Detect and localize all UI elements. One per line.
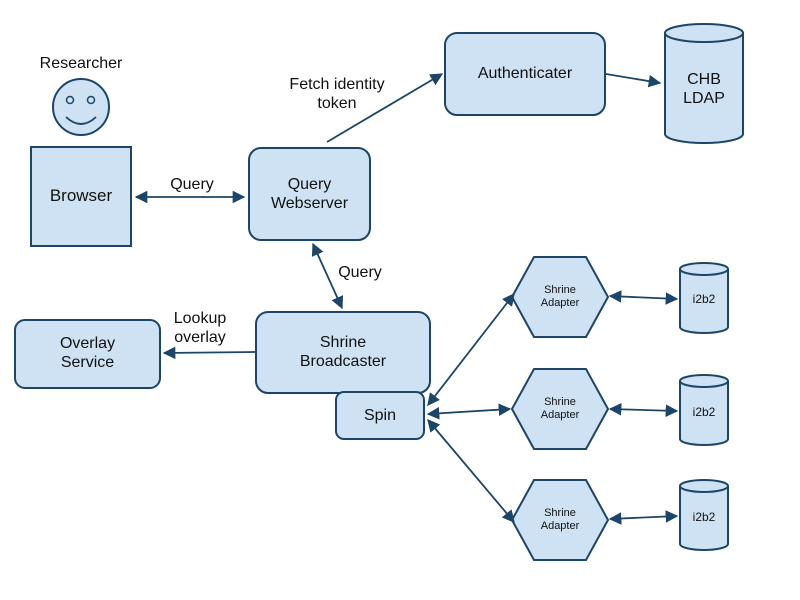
authenticater-ldap-arrow <box>605 73 662 88</box>
browser-query-label: Query <box>170 176 214 193</box>
shrine-adapter-hexagon-2 <box>510 368 610 450</box>
i2b2-cylinder-1 <box>679 262 729 334</box>
chb-ldap-label: CHB LDAP <box>683 71 725 108</box>
adapter-2-i2b2-arrow <box>608 403 679 417</box>
broadcaster-query-label: Query <box>338 264 382 281</box>
spin-adapter-2-arrow <box>426 403 512 420</box>
i2b2-3-label: i2b2 <box>692 510 716 524</box>
fetch-identity-label: Fetch identity token <box>289 76 385 113</box>
shrine-broadcaster-label: Shrine Broadcaster <box>299 334 387 371</box>
shrine-adapter-hexagon-1 <box>510 256 610 338</box>
adapter-3-i2b2-arrow <box>608 510 679 525</box>
shrine-adapter-1-label: Shrine Adapter <box>540 284 580 310</box>
shrine-adapter-3-label: Shrine Adapter <box>540 507 580 533</box>
query-webserver-label: Query Webserver <box>270 176 349 213</box>
shrine-adapter-hexagon-3 <box>510 479 610 561</box>
browser-label: Browser <box>49 186 113 205</box>
webserver-authenticater-arrow <box>326 73 444 143</box>
browser-box <box>30 146 132 247</box>
spin-adapter-1-arrow <box>427 293 515 406</box>
authenticater-box <box>444 32 606 116</box>
researcher-face-icon <box>52 78 110 136</box>
shrine-adapter-2-label: Shrine Adapter <box>540 396 580 422</box>
spin-box <box>335 391 425 440</box>
adapter-1-i2b2-arrow <box>608 290 679 305</box>
lookup-overlay-label: Lookup overlay <box>173 310 227 347</box>
overlay-service-box <box>14 319 161 389</box>
i2b2-cylinder-2 <box>679 374 729 446</box>
broadcaster-overlay-arrow <box>162 346 256 360</box>
overlay-service-label: Overlay Service <box>59 335 116 372</box>
researcher-label: Researcher <box>39 55 123 72</box>
authenticater-label: Authenticater <box>477 65 573 82</box>
chb-ldap-cylinder <box>664 23 744 144</box>
i2b2-1-label: i2b2 <box>692 292 716 306</box>
spin-adapter-3-arrow <box>427 419 515 523</box>
i2b2-2-label: i2b2 <box>692 405 716 419</box>
query-webserver-box <box>248 147 371 241</box>
spin-label: Spin <box>363 407 397 424</box>
webserver-broadcaster-arrow <box>311 242 344 310</box>
i2b2-cylinder-3 <box>679 479 729 551</box>
